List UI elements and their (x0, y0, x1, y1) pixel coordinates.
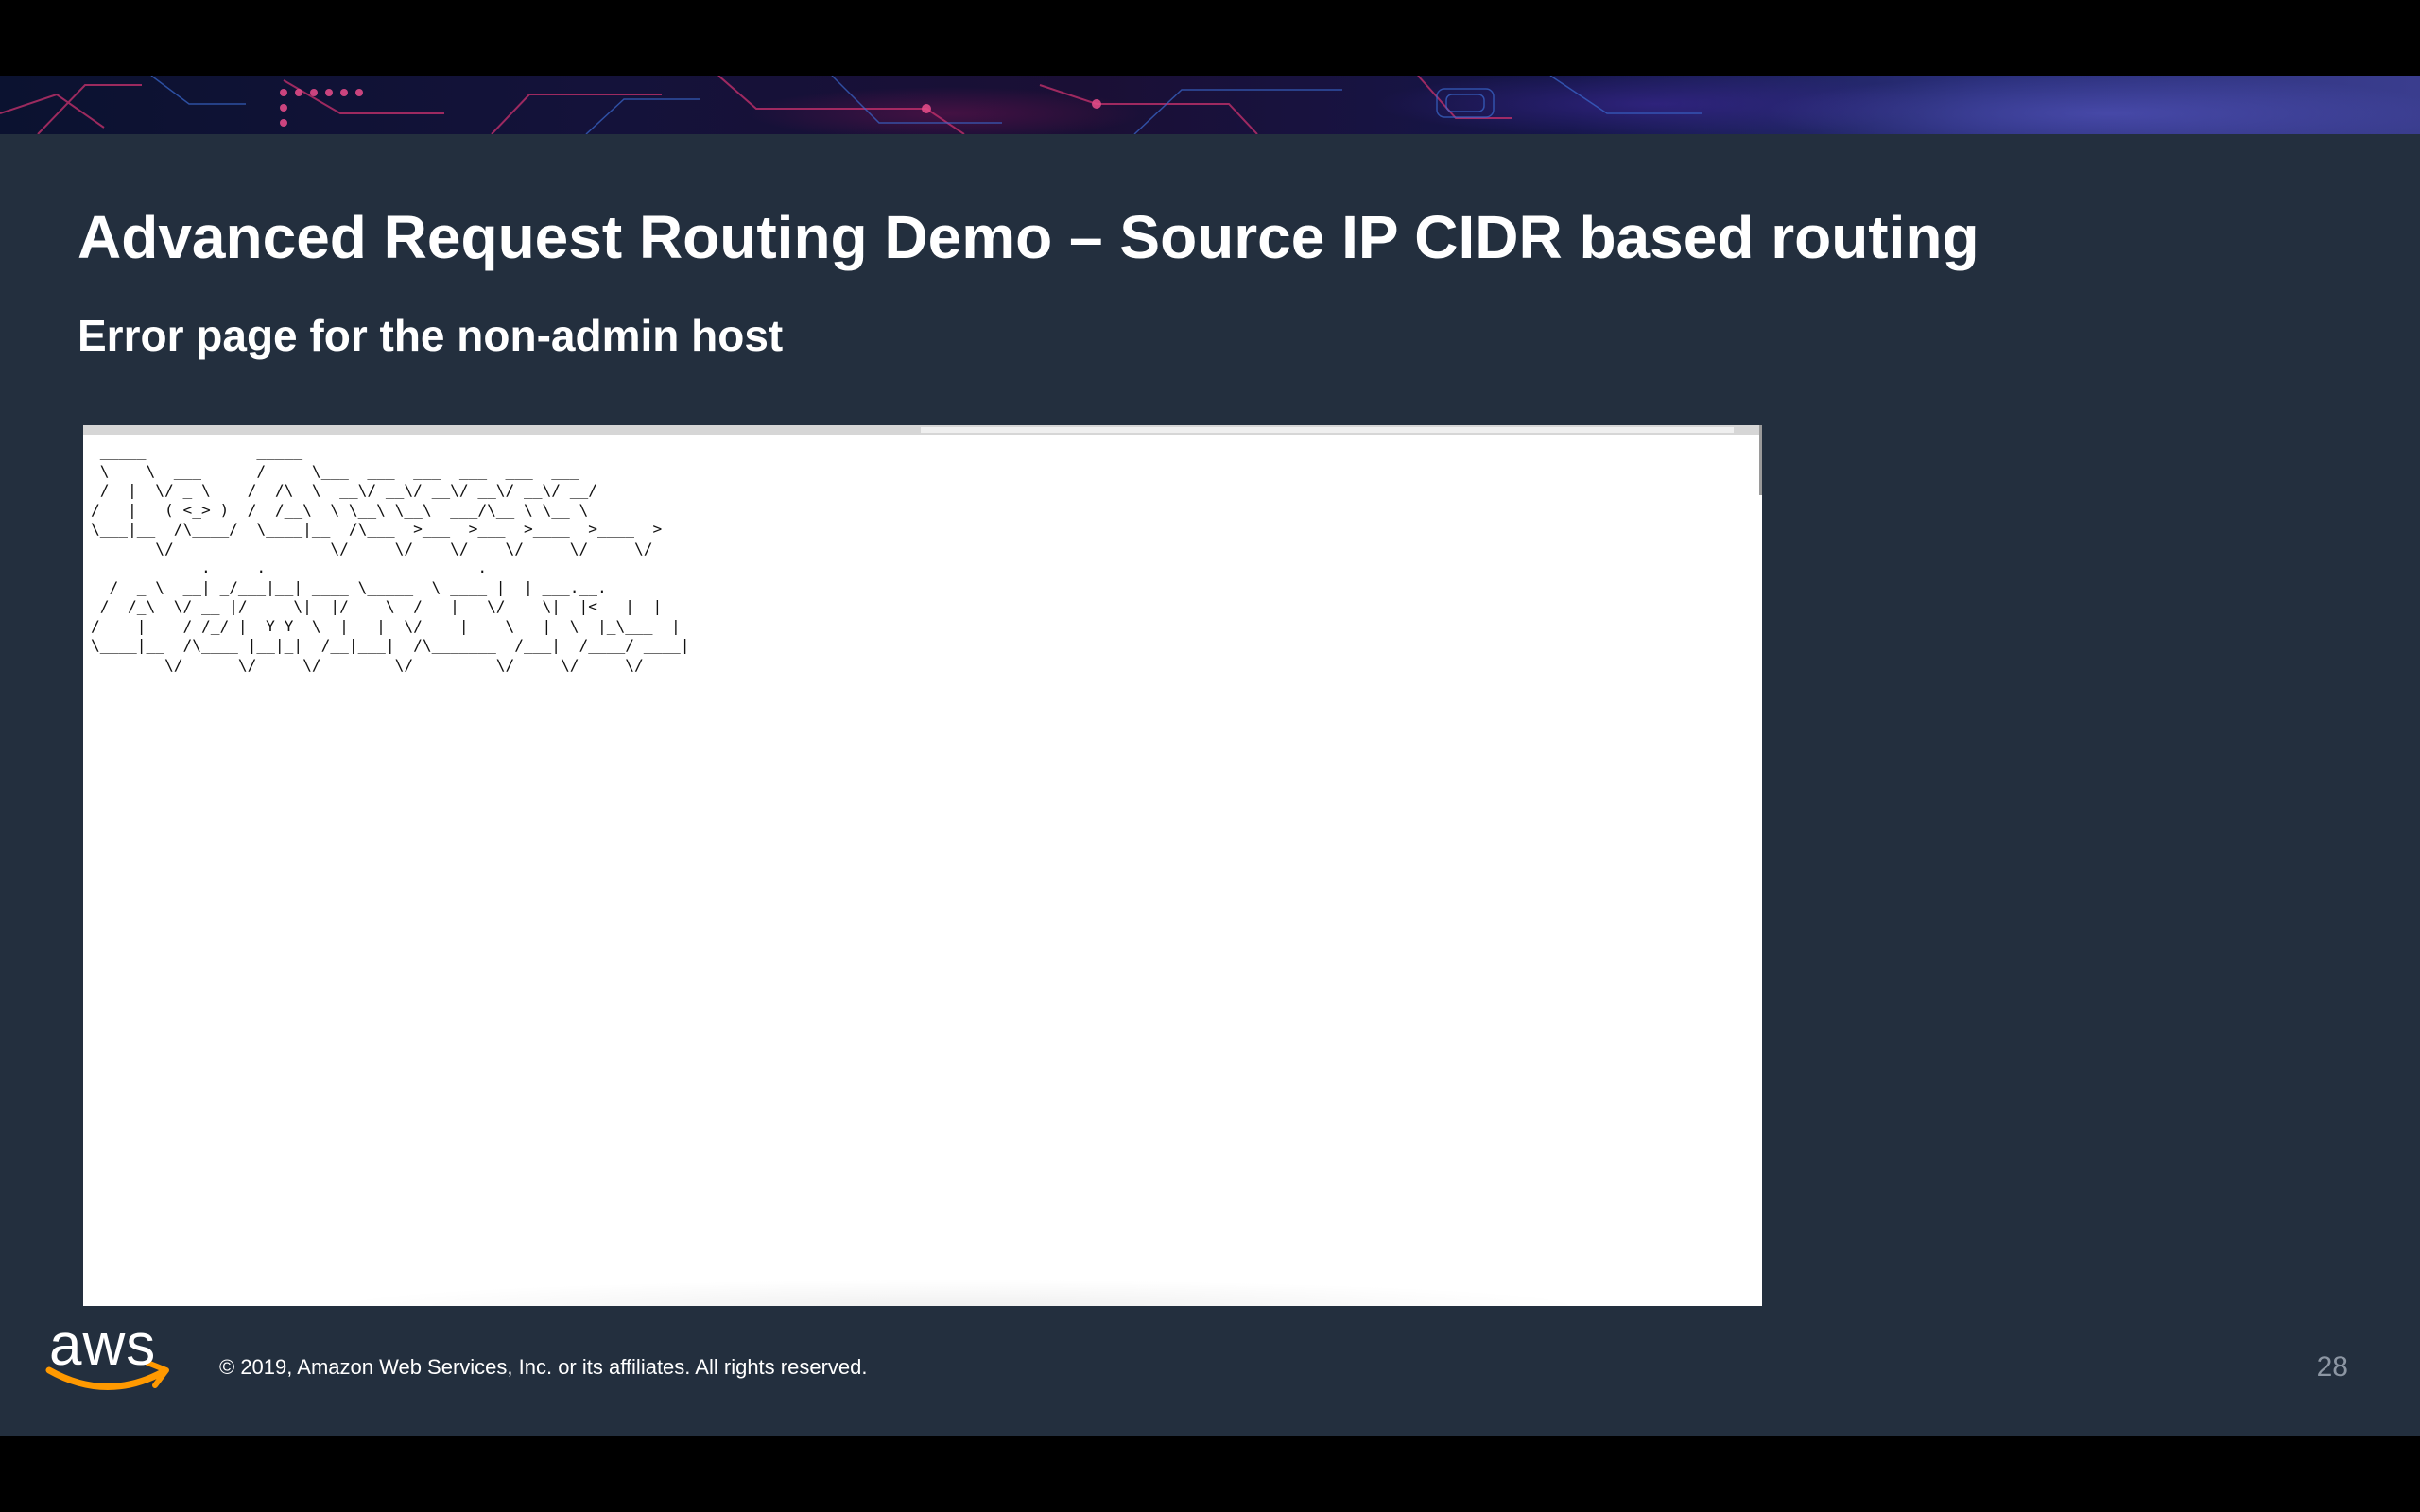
page-number: 28 (2316, 1351, 2348, 1383)
ascii-art-error-message: _____ _____ \ \ ___ / \___ ___ ___ ___ _… (91, 442, 690, 674)
slide-subtitle: Error page for the non-admin host (78, 311, 784, 360)
scrollbar-thumb (921, 427, 1734, 433)
header-banner (0, 76, 2420, 134)
bottom-shadow (320, 1280, 1596, 1306)
error-page-screenshot: _____ _____ \ \ ___ / \___ ___ ___ ___ _… (83, 425, 1762, 1306)
browser-scrollbar (83, 425, 1762, 435)
circuit-pattern (0, 76, 1702, 134)
aws-logo-smile-icon (45, 1360, 169, 1390)
window-edge (1759, 425, 1762, 495)
copyright-text: © 2019, Amazon Web Services, Inc. or its… (219, 1355, 868, 1379)
slide: Advanced Request Routing Demo – Source I… (0, 134, 2420, 1436)
slide-title: Advanced Request Routing Demo – Source I… (78, 203, 1979, 271)
aws-logo-text: aws (49, 1313, 157, 1378)
